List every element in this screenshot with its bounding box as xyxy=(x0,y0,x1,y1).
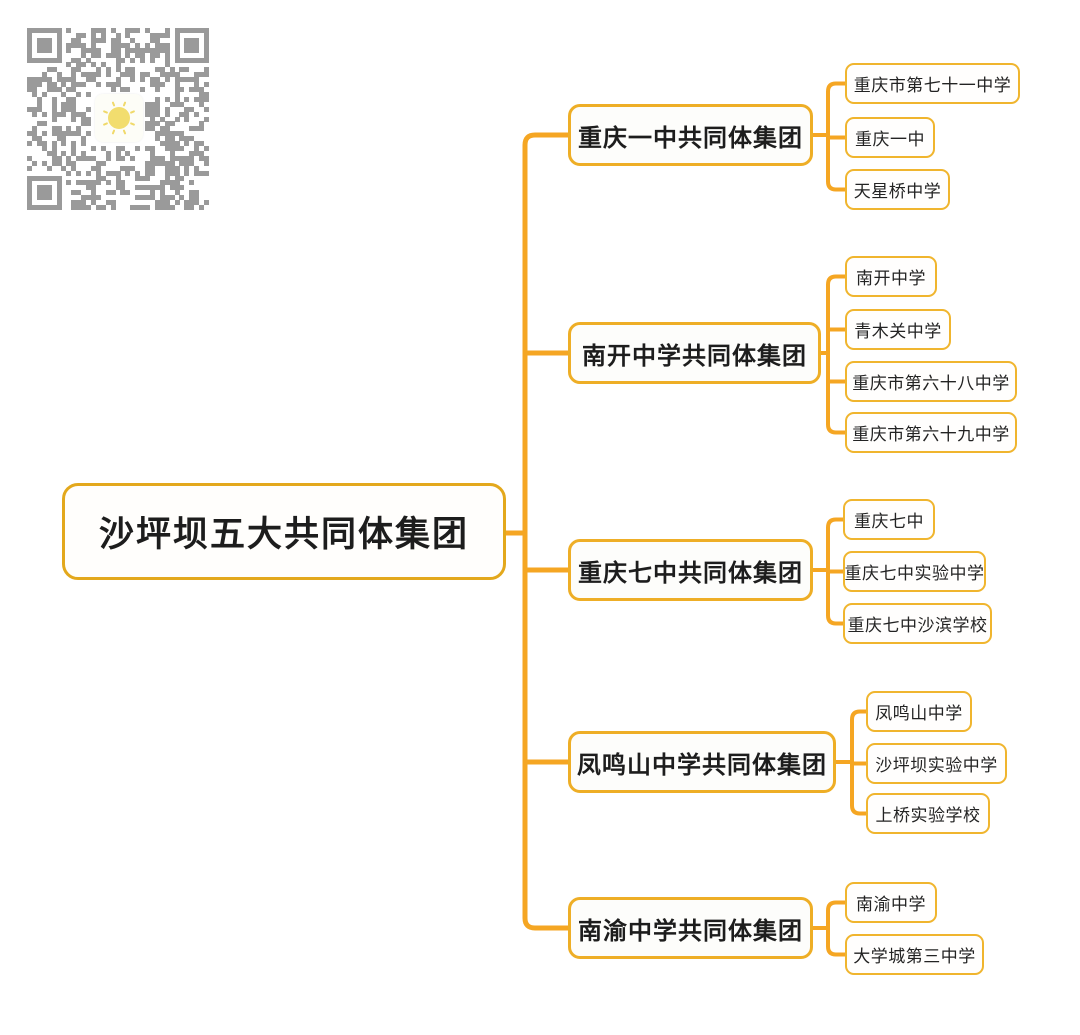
branch-node-2[interactable]: 南开中学共同体集团 xyxy=(568,322,821,384)
root-node[interactable]: 沙坪坝五大共同体集团 xyxy=(62,483,506,580)
leaf-node[interactable]: 凤鸣山中学 xyxy=(866,691,972,732)
leaf-node[interactable]: 沙坪坝实验中学 xyxy=(866,743,1007,784)
leaf-node[interactable]: 重庆市第七十一中学 xyxy=(845,63,1020,104)
leaf-node[interactable]: 天星桥中学 xyxy=(845,169,950,210)
leaf-node[interactable]: 重庆一中 xyxy=(845,117,935,158)
branch-node-4[interactable]: 凤鸣山中学共同体集团 xyxy=(568,731,836,793)
branch-node-5[interactable]: 南渝中学共同体集团 xyxy=(568,897,813,959)
branch-node-1[interactable]: 重庆一中共同体集团 xyxy=(568,104,813,166)
leaf-node[interactable]: 青木关中学 xyxy=(845,309,951,350)
leaf-node[interactable]: 重庆市第六十八中学 xyxy=(845,361,1017,402)
sun-icon xyxy=(95,94,143,142)
leaf-node[interactable]: 重庆市第六十九中学 xyxy=(845,412,1017,453)
leaf-node[interactable]: 重庆七中 xyxy=(843,499,935,540)
leaf-node[interactable]: 大学城第三中学 xyxy=(845,934,984,975)
leaf-node[interactable]: 南开中学 xyxy=(845,256,937,297)
branch-node-3[interactable]: 重庆七中共同体集团 xyxy=(568,539,813,601)
qr-code[interactable] xyxy=(27,28,209,210)
leaf-node[interactable]: 上桥实验学校 xyxy=(866,793,990,834)
leaf-node[interactable]: 南渝中学 xyxy=(845,882,937,923)
leaf-node[interactable]: 重庆七中实验中学 xyxy=(843,551,986,592)
leaf-node[interactable]: 重庆七中沙滨学校 xyxy=(843,603,992,644)
